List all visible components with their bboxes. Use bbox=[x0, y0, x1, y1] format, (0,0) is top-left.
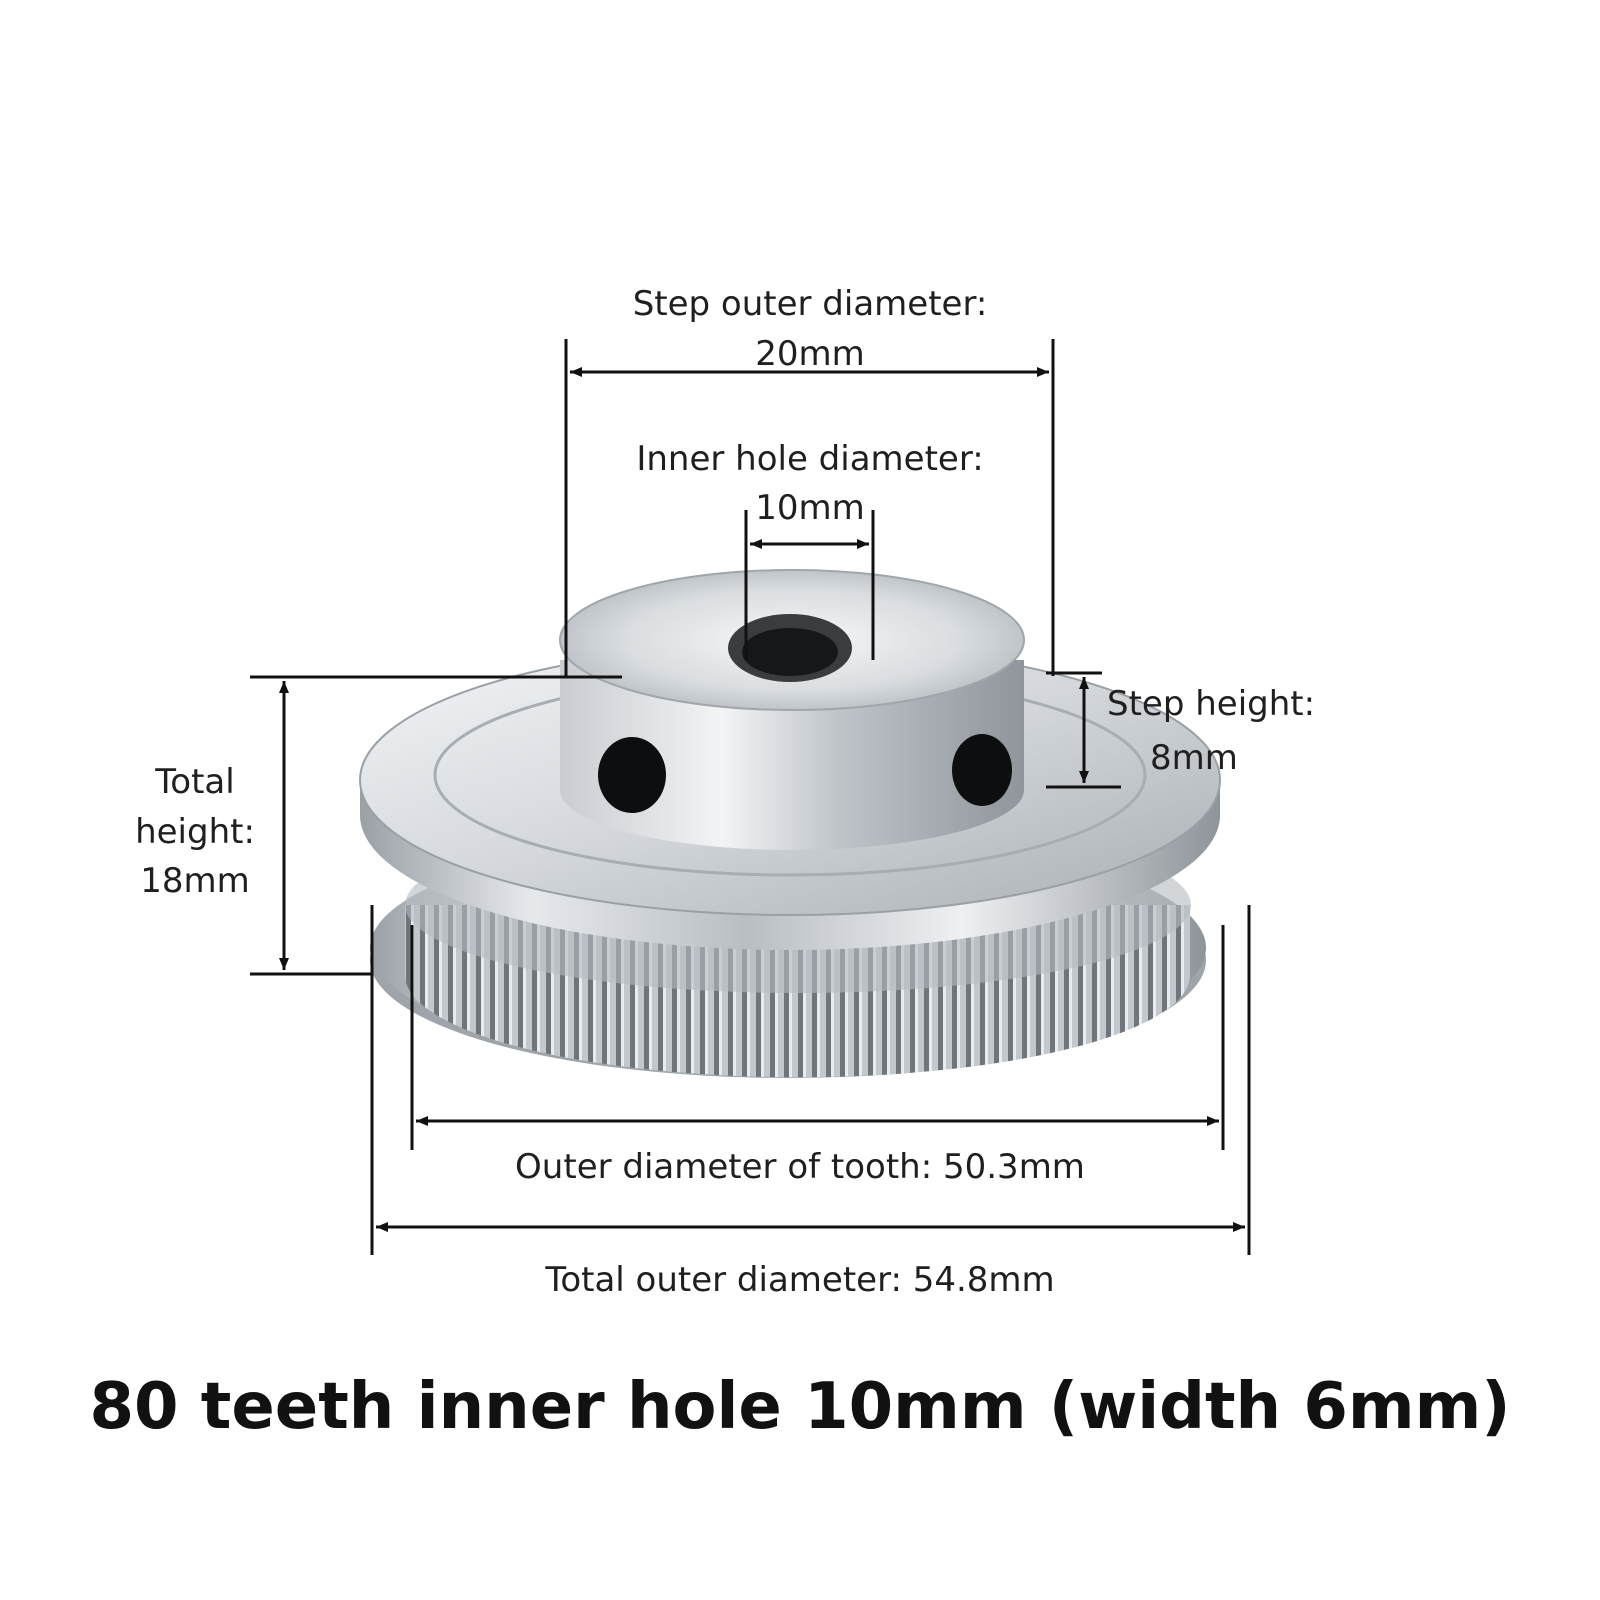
pulley-illustration bbox=[359, 569, 1221, 1078]
inner-hole-value: 10mm bbox=[755, 488, 865, 528]
step-outer-value: 20mm bbox=[755, 334, 865, 374]
inner-hole-label: Inner hole diameter: bbox=[636, 439, 984, 479]
total-height-line1: Total bbox=[155, 762, 235, 802]
step-height-value: 8mm bbox=[1150, 738, 1238, 778]
dimension-lines bbox=[250, 339, 1251, 1255]
set-screw-right bbox=[952, 734, 1012, 806]
total-height-value: 18mm bbox=[140, 861, 250, 901]
step-height-label: Step height: bbox=[1107, 684, 1316, 724]
set-screw-left bbox=[598, 737, 666, 813]
product-title: 80 teeth inner hole 10mm (width 6mm) bbox=[89, 1370, 1511, 1444]
step-outer-label: Step outer diameter: bbox=[632, 284, 988, 324]
tooth-outer-label: Outer diameter of tooth: 50.3mm bbox=[515, 1147, 1085, 1187]
total-height-line2: height: bbox=[135, 812, 255, 852]
total-outer-label: Total outer diameter: 54.8mm bbox=[545, 1260, 1055, 1300]
